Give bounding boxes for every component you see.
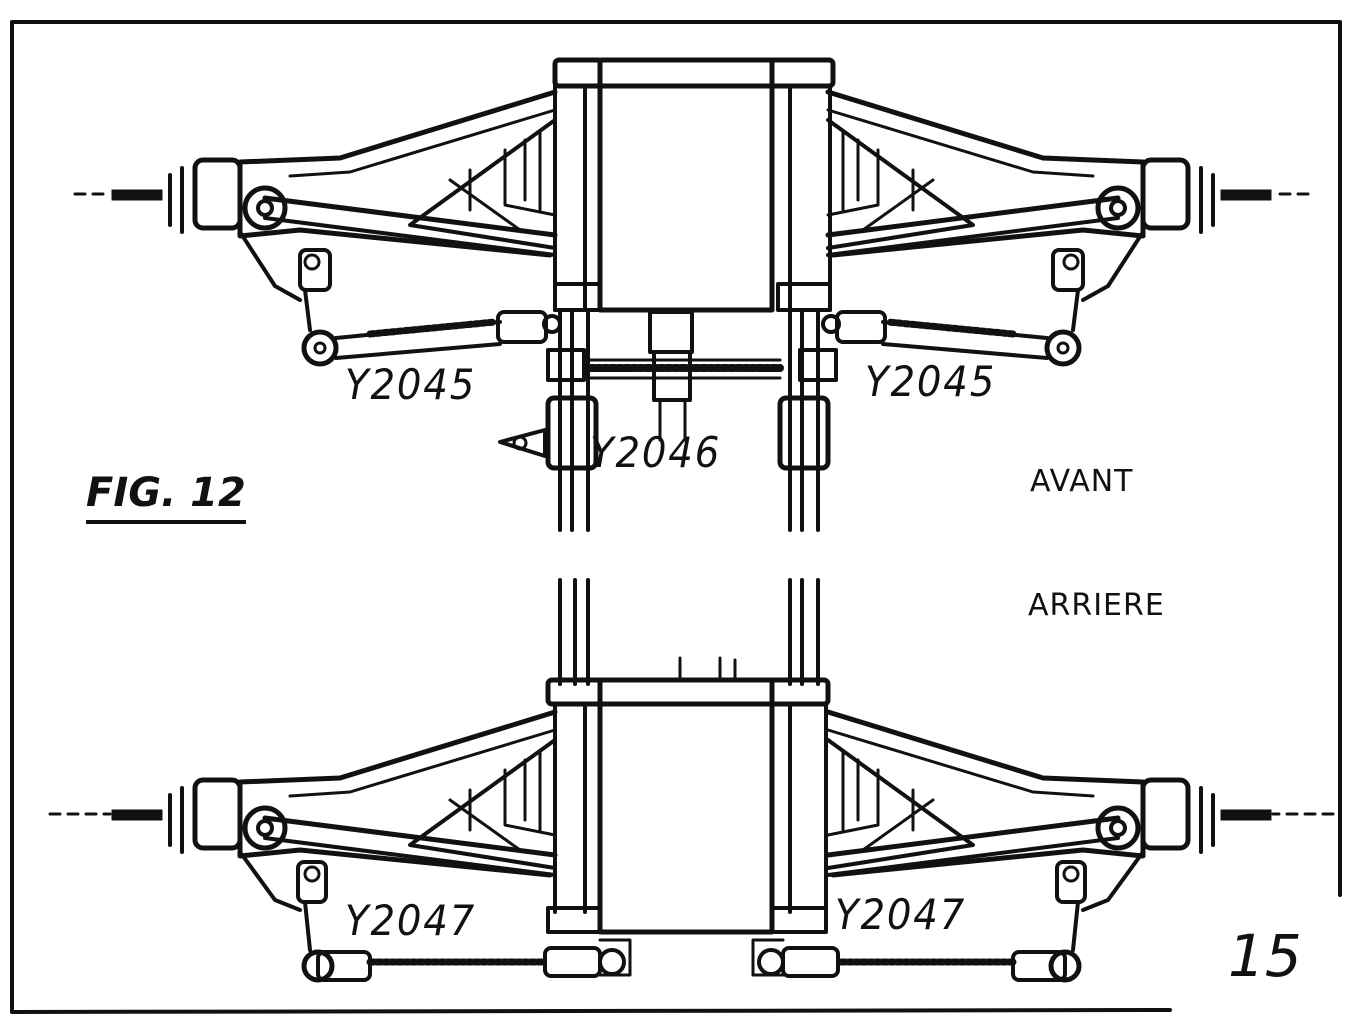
part-label-rear-left: Y2047 bbox=[345, 896, 477, 945]
rear-chassis-block bbox=[545, 677, 831, 935]
front-suspension-left bbox=[75, 92, 560, 364]
page-number: 15 bbox=[1228, 922, 1302, 990]
front-suspension-right bbox=[823, 92, 1308, 364]
rear-suspension-left bbox=[50, 712, 630, 980]
steering-rack bbox=[586, 310, 784, 442]
section-label-rear: ARRIERE bbox=[1028, 588, 1165, 623]
part-label-rear-right: Y2047 bbox=[835, 890, 967, 939]
part-label-front-left: Y2045 bbox=[345, 360, 477, 409]
part-label-front-right: Y2045 bbox=[865, 357, 997, 406]
figure-label: FIG. 12 bbox=[86, 470, 246, 524]
part-label-steering-link: Y2046 bbox=[590, 428, 722, 477]
front-frame-rails bbox=[498, 308, 838, 532]
rear-frame-rails bbox=[558, 578, 820, 686]
page-frame bbox=[10, 20, 1342, 1014]
front-chassis-block bbox=[552, 57, 836, 313]
section-label-front: AVANT bbox=[1030, 464, 1134, 499]
